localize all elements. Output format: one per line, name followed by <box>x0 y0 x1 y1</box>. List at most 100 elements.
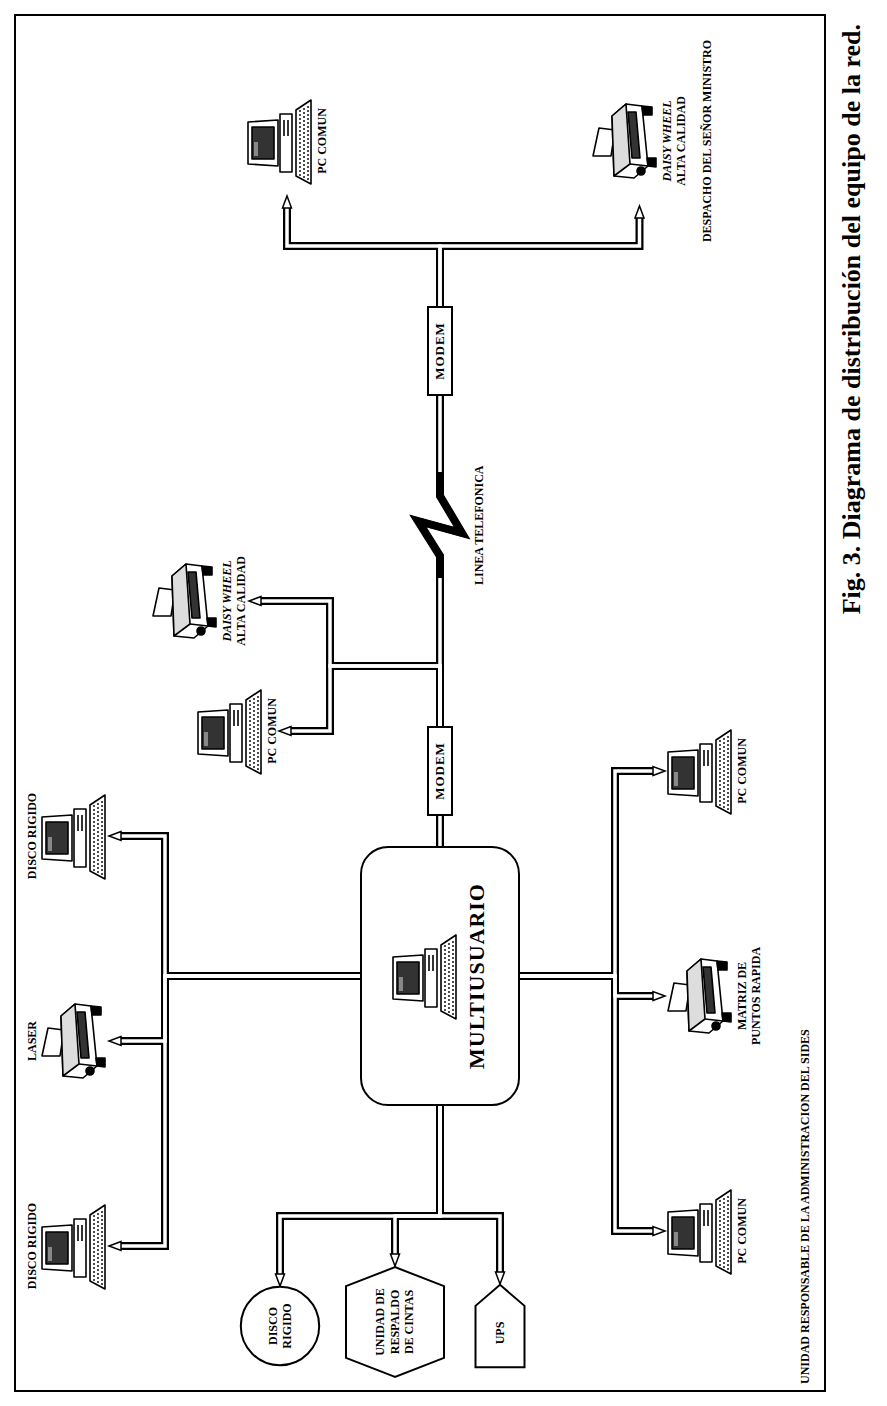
computer-body <box>42 795 105 879</box>
printer-node: DAISY WHEELALTA CALIDAD <box>150 541 249 661</box>
connector <box>395 1106 440 1254</box>
node-label: DAISY WHEEL <box>660 76 674 206</box>
printer-icon <box>590 96 660 186</box>
connector <box>291 666 440 731</box>
arrow-tip <box>109 1037 121 1046</box>
connector <box>121 836 360 976</box>
arrow-tip <box>109 832 121 841</box>
connector <box>291 666 440 731</box>
node-label: ALTA CALIDAD <box>234 541 248 661</box>
connector <box>121 976 360 1246</box>
computer-icon <box>245 96 315 186</box>
ups-pentagon: UPS <box>475 1284 525 1368</box>
note-label: DESPACHO DEL SEÑOR MINISTRO <box>700 16 714 266</box>
printer-icon <box>150 556 220 646</box>
modem-box: MODEM <box>427 306 453 396</box>
node-label: UNIDAD DE RESPALDO DE CINTAS <box>373 1286 416 1358</box>
node-label: PC COMUN <box>735 1176 749 1286</box>
connector <box>121 836 360 976</box>
computer-icon <box>665 1186 735 1276</box>
connector <box>440 218 640 306</box>
printer-node: LASER <box>25 986 109 1096</box>
node-label: PC COMUN <box>265 676 279 786</box>
computer-body <box>198 690 261 774</box>
printer-icon <box>39 996 109 1086</box>
keyboard-keys <box>720 1194 728 1270</box>
figure-caption: Fig. 3. Diagrama de distribución del equ… <box>836 24 867 846</box>
node-label: DISCO RIGIDO <box>266 1296 295 1356</box>
computer-icon <box>39 791 109 881</box>
computer-node: DISCO RIGIDO <box>25 781 109 891</box>
keyboard-keys <box>720 734 728 810</box>
edge-label: LINEA TELEFONICA <box>471 463 487 588</box>
connector <box>395 1106 440 1254</box>
disk-circle: DISCO RIGIDO <box>240 1286 320 1366</box>
arrow-tip <box>283 196 292 208</box>
connector <box>520 976 653 1231</box>
connector-tips <box>109 196 665 1286</box>
computer-drawing <box>665 1186 735 1276</box>
printer-node: MATRIZ DE PUNTOS RAPIDA <box>665 941 764 1051</box>
connector <box>438 816 442 846</box>
printer-drawing <box>590 96 660 186</box>
server-box: MULTIUSUARIO <box>360 846 520 1106</box>
connector <box>440 1106 500 1272</box>
connector <box>520 976 653 1231</box>
printer-body <box>593 104 656 178</box>
connector <box>287 208 440 306</box>
printer-node: DAISY WHEELALTA CALIDAD <box>590 76 689 206</box>
printer-body <box>42 1004 105 1078</box>
computer-node: PC COMUN <box>245 86 329 196</box>
node-label: PC COMUN <box>315 86 329 196</box>
arrow-tip <box>496 1272 505 1284</box>
computer-drawing <box>39 1201 109 1291</box>
printer-icon <box>665 951 735 1041</box>
arrow-tip <box>635 206 644 218</box>
printer-body <box>153 564 216 638</box>
keyboard-keys <box>94 1209 102 1285</box>
computer-body <box>42 1205 105 1289</box>
connector <box>280 1106 440 1274</box>
printer-drawing <box>150 556 220 646</box>
connector-outline <box>121 208 653 1274</box>
keyboard-keys <box>250 694 258 770</box>
circle-outline <box>241 1287 319 1365</box>
connector <box>440 218 640 306</box>
arrow-tip <box>276 1274 285 1286</box>
node-label: MULTIUSUARIO <box>464 858 490 1094</box>
arrow-tip <box>653 767 665 776</box>
node-label: MODEM <box>432 314 448 388</box>
node-label: MATRIZ DE PUNTOS RAPIDA <box>735 941 764 1051</box>
printer-drawing <box>665 951 735 1041</box>
printer-body <box>668 959 731 1033</box>
connector <box>121 976 360 1041</box>
arrow-tip <box>653 992 665 1001</box>
computer-drawing <box>195 686 265 776</box>
computer-node: PC COMUN <box>665 1176 749 1286</box>
modem-box: MODEM <box>427 726 453 816</box>
computer-body <box>668 730 731 814</box>
connector <box>261 601 440 726</box>
computer-icon <box>390 931 460 1021</box>
border <box>15 15 825 1391</box>
keyboard-keys <box>300 104 308 180</box>
node-label: DISCO RIGIDO <box>25 781 39 891</box>
arrow-tip <box>653 1227 665 1236</box>
connector <box>418 396 462 726</box>
arrow-tip <box>279 727 291 736</box>
connector <box>121 976 360 1246</box>
computer-icon <box>39 1201 109 1291</box>
phone-line-bolt <box>418 472 462 578</box>
connector <box>261 601 440 726</box>
node-label: ALTA CALIDAD <box>674 76 688 206</box>
connector <box>520 771 653 976</box>
tape-hexagon: UNIDAD DE RESPALDO DE CINTAS <box>345 1266 445 1378</box>
computer-drawing <box>39 791 109 881</box>
computer-body <box>668 1190 731 1274</box>
computer-node: DISCO RIGIDO <box>25 1191 109 1301</box>
printer-drawing <box>39 996 109 1086</box>
computer-node: PC COMUN <box>665 716 749 826</box>
arrow-tip <box>391 1254 400 1266</box>
